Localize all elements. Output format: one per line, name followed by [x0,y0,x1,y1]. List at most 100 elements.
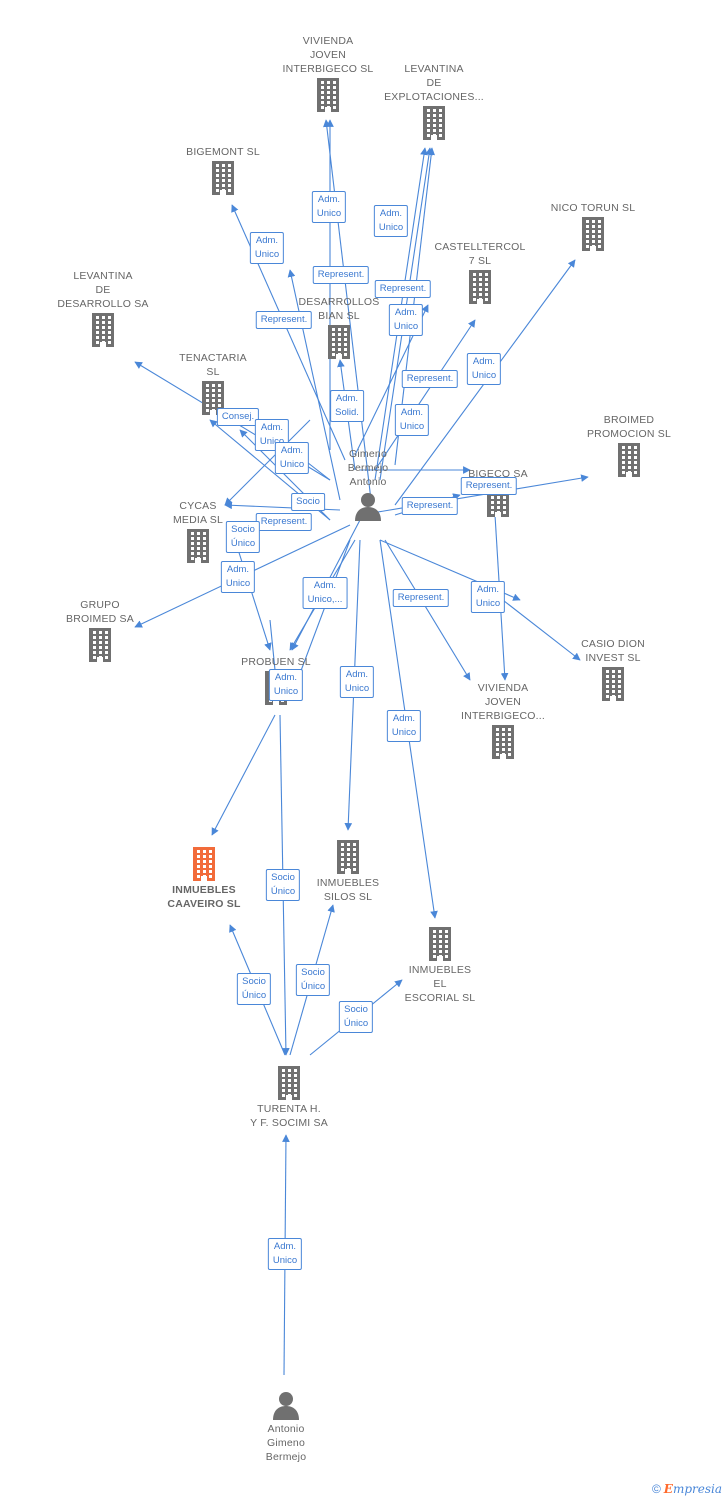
node-gimeno-bermejo[interactable]: Gimeno Bermejo Antonio [318,447,418,523]
edge-label[interactable]: Adm. Unico [466,353,502,385]
edge-label[interactable]: Socio Único [225,521,261,553]
node-label: BROIMED PROMOCION SL [586,414,672,440]
node-label: Gimeno Bermejo Antonio [347,448,389,488]
edge-label[interactable]: Represent. [392,589,450,607]
edge-label[interactable]: Adm. Unico [274,442,310,474]
node-label: TENACTARIA SL [179,352,247,378]
node-nico-torun[interactable]: NICO TORUN SL [538,201,648,253]
building-icon [374,106,494,140]
edge-label[interactable]: Adm. Unico [386,710,422,742]
node-label: TURENTA H. Y F. SOCIMI SA [250,1103,328,1129]
node-label: LEVANTINA DE EXPLOTACIONES... [384,63,484,103]
building-icon [298,840,398,874]
node-levantina-explotaciones[interactable]: LEVANTINA DE EXPLOTACIONES... [374,62,494,142]
node-turenta[interactable]: TURENTA H. Y F. SOCIMI SA [234,1064,344,1130]
edge-label[interactable]: Represent. [312,266,370,284]
edge-label[interactable]: Represent. [255,311,313,329]
edge-line [234,539,272,651]
node-label: CASTELLTERCOL 7 SL [434,241,526,267]
footer-brand: ©Empresia [652,1482,722,1496]
building-icon [48,313,158,347]
edge-label[interactable]: Adm. Unico [311,191,347,223]
person-icon [318,491,418,521]
node-label: DESARROLLOS BIAN SL [298,296,380,322]
building-icon [158,381,268,415]
node-broimed-promocion[interactable]: BROIMED PROMOCION SL [574,413,684,479]
node-bigemont[interactable]: BIGEMONT SL [168,145,278,197]
edge-label[interactable]: Represent. [401,370,459,388]
edge-line [489,589,581,661]
brand-rest: mpresia [672,1482,722,1496]
edge-label[interactable]: Represent. [401,497,459,515]
node-label: GRUPO BROIMED SA [66,599,134,625]
node-label: LEVANTINA DE DESARROLLO SA [57,270,149,310]
node-inmuebles-caaveiro[interactable]: INMUEBLES CAAVEIRO SL [152,845,256,911]
building-icon [268,78,388,112]
edge-label[interactable]: Adm. Unico [388,304,424,336]
edge-line [224,419,311,506]
edge-label[interactable]: Consej. [216,408,260,426]
node-label: Antonio Gimeno Bermejo [265,1423,307,1463]
edge-label[interactable]: Socio [291,493,325,511]
node-label: INMUEBLES SILOS SL [316,877,380,903]
building-icon [425,270,535,304]
brand-initial: E [663,1482,673,1496]
building-icon [148,529,248,563]
edge-label[interactable]: Represent. [460,477,518,495]
edge-label[interactable]: Adm. Unico [268,669,304,701]
building-icon [234,1066,344,1100]
node-label: CASIO DION INVEST SL [581,638,645,664]
node-desarrollos-bian[interactable]: DESARROLLOS BIAN SL [284,295,394,361]
node-cycas-media[interactable]: CYCAS MEDIA SL [148,499,248,565]
edge-label[interactable]: Adm. Unico [249,232,285,264]
node-inmuebles-escorial[interactable]: INMUEBLES EL ESCORIAL SL [390,925,490,1005]
node-vivienda-joven-top[interactable]: VIVIENDA JOVEN INTERBIGECO SL [268,34,388,114]
building-icon [168,161,278,195]
edge-label[interactable]: Adm. Unico [220,561,256,593]
building-icon [448,725,558,759]
edge-label[interactable]: Socio Único [236,973,272,1005]
edge-line [384,539,471,681]
building-icon [50,628,150,662]
copyright-symbol: © [651,1482,661,1496]
building-icon [538,217,648,251]
node-label: BIGEMONT SL [186,146,260,158]
brand-logo: Empresia [664,1482,722,1496]
building-icon [152,847,256,881]
node-label: VIVIENDA JOVEN INTERBIGECO SL [282,35,374,75]
edge-label[interactable]: Adm. Solid. [330,390,364,422]
building-icon [284,325,394,359]
edge-label[interactable]: Adm. Unico [394,404,430,436]
person-icon [236,1390,336,1420]
edge-label[interactable]: Socio Único [265,869,301,901]
node-vivienda-joven-bottom[interactable]: VIVIENDA JOVEN INTERBIGECO... [448,681,558,761]
edge-label[interactable]: Represent. [255,513,313,531]
node-label: INMUEBLES CAAVEIRO SL [167,884,241,910]
edge-label[interactable]: Represent. [374,280,432,298]
edge-line [287,269,341,501]
node-label: INMUEBLES EL ESCORIAL SL [404,964,476,1004]
node-label: NICO TORUN SL [550,202,636,214]
building-icon [574,443,684,477]
edge-label[interactable]: Adm. Unico [470,581,506,613]
edge-label[interactable]: Adm. Unico,... [302,577,348,609]
edge-label[interactable]: Socio Único [295,964,331,996]
node-label: VIVIENDA JOVEN INTERBIGECO... [461,682,545,722]
node-label: CYCAS MEDIA SL [172,500,224,526]
edge-label[interactable]: Adm. Unico [267,1238,303,1270]
node-inmuebles-silos[interactable]: INMUEBLES SILOS SL [298,838,398,904]
node-tenactaria[interactable]: TENACTARIA SL [158,351,268,417]
edge-line [359,474,589,516]
node-castelltercol[interactable]: CASTELLTERCOL 7 SL [425,240,535,306]
building-icon [563,667,663,701]
node-grupo-broimed[interactable]: GRUPO BROIMED SA [50,598,150,664]
node-levantina-desarrollo[interactable]: LEVANTINA DE DESARROLLO SA [48,269,158,349]
edge-label[interactable]: Adm. Unico [373,205,409,237]
edge-line [374,319,476,471]
node-casio-dion[interactable]: CASIO DION INVEST SL [563,637,663,703]
edge-label[interactable]: Socio Único [338,1001,374,1033]
node-antonio-gimeno[interactable]: Antonio Gimeno Bermejo [236,1388,336,1464]
edge-label[interactable]: Adm. Unico [339,666,375,698]
edge-line [211,714,276,836]
